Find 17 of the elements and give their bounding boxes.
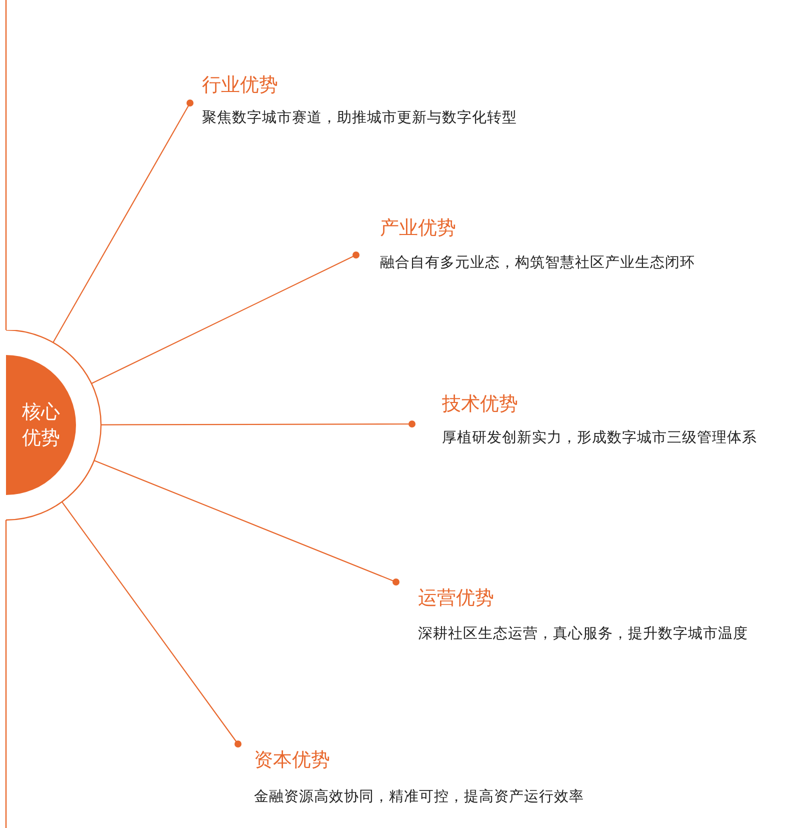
advantage-title: 资本优势	[254, 748, 330, 772]
connector-line	[61, 501, 242, 748]
advantage-title: 运营优势	[418, 586, 494, 610]
core-label: 核心优势	[21, 400, 61, 451]
advantage-description: 金融资源高效协同，精准可控，提高资产运行效率	[254, 788, 584, 807]
advantage-title: 行业优势	[202, 73, 278, 97]
advantage-description: 聚焦数字城市赛道，助推城市更新与数字化转型	[202, 108, 517, 128]
advantage-title: 产业优势	[380, 216, 456, 240]
connector-line	[91, 252, 360, 384]
advantage-description: 厚植研发创新实力，形成数字城市三级管理体系	[442, 428, 757, 448]
advantage-description: 深耕社区生态运营，真心服务，提升数字城市温度	[418, 624, 748, 644]
advantage-description: 融合自有多元业态，构筑智慧社区产业生态闭环	[380, 254, 695, 273]
advantage-title: 技术优势	[442, 392, 518, 416]
core-half-circle	[6, 330, 101, 520]
connector-line	[52, 100, 194, 343]
connector-line	[94, 460, 400, 586]
connector-line	[101, 420, 416, 428]
